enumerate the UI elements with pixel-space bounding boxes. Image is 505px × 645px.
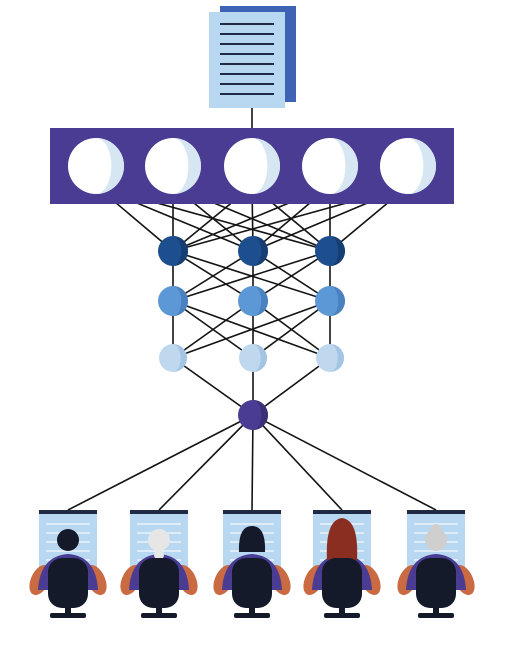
user-workstations — [29, 510, 475, 618]
user-workstation — [120, 510, 198, 618]
edge-hidden-hidden — [172, 250, 331, 302]
hidden-node-layer-1 — [238, 236, 268, 266]
input-node — [224, 138, 280, 194]
document-front-page — [209, 12, 285, 108]
office-chair-icon — [416, 558, 456, 618]
edge-hidden3-output — [252, 357, 331, 416]
office-chair-icon — [139, 558, 179, 618]
edge-output-user — [158, 414, 254, 511]
hidden-node-layer-1 — [158, 236, 188, 266]
hidden-node-layer-3 — [316, 344, 344, 372]
edge-hidden3-output — [172, 357, 254, 416]
document-icon — [209, 6, 296, 108]
office-chair-icon — [322, 558, 362, 618]
hidden-node-layer-2 — [315, 286, 345, 316]
edge-output-user — [67, 414, 254, 511]
hidden-node-layer-1 — [315, 236, 345, 266]
hidden-node-layer-2 — [238, 286, 268, 316]
user-workstation — [397, 510, 475, 618]
network-nodes — [68, 138, 436, 430]
edge-hidden-hidden — [172, 250, 254, 302]
edge-output-user — [252, 414, 343, 511]
edge-hidden-hidden — [172, 300, 331, 359]
user-workstation — [213, 510, 291, 618]
input-node — [302, 138, 358, 194]
edge-output-user — [251, 414, 254, 511]
input-node — [68, 138, 124, 194]
hidden-node-layer-3 — [159, 344, 187, 372]
input-node — [380, 138, 436, 194]
user-workstation — [303, 510, 381, 618]
input-node — [145, 138, 201, 194]
user-workstation — [29, 510, 107, 618]
hidden-node-layer-2 — [158, 286, 188, 316]
edge-hidden-hidden — [172, 300, 254, 359]
office-chair-icon — [232, 558, 272, 618]
hidden-node-layer-3 — [239, 344, 267, 372]
office-chair-icon — [48, 558, 88, 618]
edge-output-user — [252, 414, 437, 511]
edge-hidden-hidden — [252, 300, 331, 359]
edge-hidden-hidden — [252, 250, 331, 302]
output-node — [238, 400, 268, 430]
